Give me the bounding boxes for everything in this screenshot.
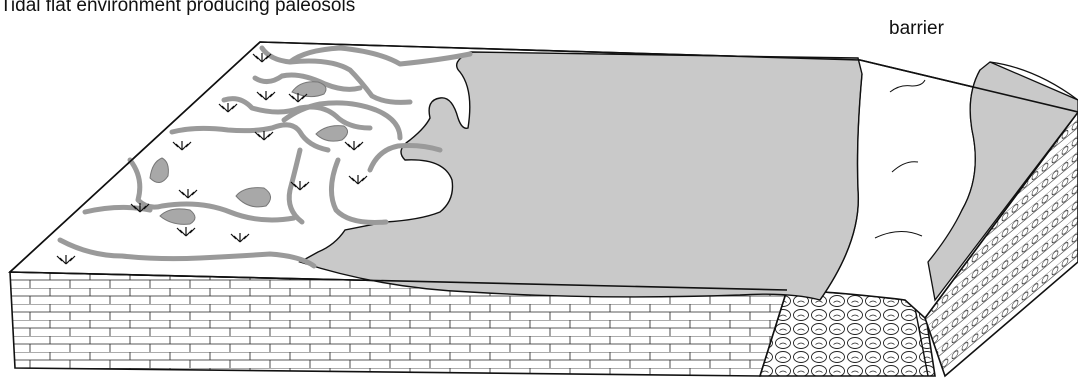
block-diagram	[0, 0, 1078, 381]
